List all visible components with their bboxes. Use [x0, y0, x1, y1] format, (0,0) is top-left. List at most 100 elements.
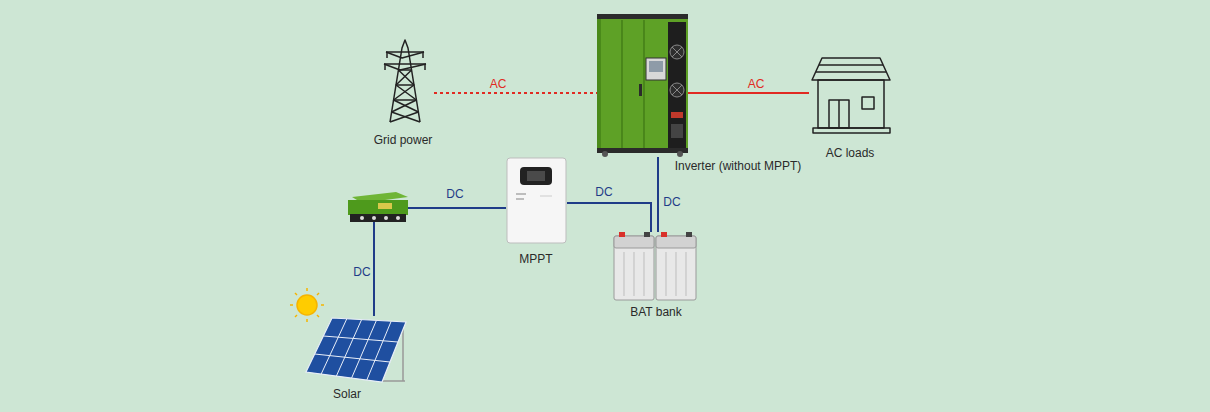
battery-rib	[676, 252, 677, 296]
terminal-strip	[671, 124, 683, 138]
sun-ray	[290, 304, 293, 306]
sun-ray	[295, 293, 297, 295]
tower-arm	[386, 51, 424, 53]
cabinet-base	[597, 148, 688, 153]
mppt-marking	[516, 193, 526, 195]
wire-label: DC	[444, 187, 465, 201]
house-door	[829, 100, 849, 128]
battery-body	[656, 236, 696, 300]
wire-label: AC	[488, 77, 509, 91]
tower-tie	[398, 69, 411, 71]
panel-surface	[306, 318, 406, 382]
cabinet-side-shade	[597, 19, 601, 149]
ac-loads-node: AC loads	[809, 56, 893, 134]
mppt-display	[527, 171, 545, 181]
panel-grid-line	[315, 354, 390, 362]
cabinet-wheel	[602, 151, 608, 157]
panel-grid-line	[321, 319, 347, 374]
door-split	[621, 20, 622, 148]
inverter-cabinet	[597, 14, 688, 157]
tower-lattice	[392, 70, 420, 122]
mppt-marking	[516, 198, 524, 200]
sun-disc	[297, 295, 317, 315]
node-label: Grid power	[374, 133, 433, 147]
combiner-body	[348, 200, 408, 215]
panel-stand	[402, 328, 404, 381]
cooling-fan	[670, 45, 684, 59]
node-label: MPPT	[519, 252, 552, 266]
panel-grid-line	[336, 320, 361, 376]
tower-brace	[386, 52, 424, 58]
cabinet-black-panel	[668, 22, 686, 148]
tower-tie	[394, 99, 417, 101]
fan-blade	[672, 47, 682, 57]
door-split	[643, 20, 644, 148]
dc-battery-line	[657, 157, 659, 232]
tower-brace	[384, 64, 426, 70]
cabinet-wheel	[677, 151, 683, 157]
sun-ray	[317, 315, 319, 317]
dc-solar-line	[374, 208, 506, 316]
battery-lid	[656, 236, 696, 248]
sun-ray	[317, 293, 319, 295]
combiner-plate	[378, 203, 392, 209]
ac-load-line	[688, 92, 809, 94]
battery-rib	[644, 252, 645, 296]
sun-ray	[295, 315, 297, 317]
solar-panel	[306, 318, 406, 382]
door-handle	[639, 84, 642, 96]
sun-ray	[306, 319, 308, 322]
cabinet-body	[597, 16, 688, 150]
battery-bank-node: BAT bank	[613, 232, 698, 302]
cabinet-display	[646, 58, 666, 80]
battery-terminal	[644, 232, 650, 237]
cooling-fan	[670, 83, 684, 97]
grid-power-node: Grid power	[372, 38, 434, 124]
wire-label: DC	[593, 185, 614, 199]
cable-gland	[384, 216, 388, 220]
house-roof	[812, 58, 890, 80]
mppt-housing	[507, 158, 566, 243]
cable-gland	[396, 216, 400, 220]
node-label: Inverter (without MPPT)	[675, 159, 802, 173]
mppt-node: MPPT	[506, 157, 567, 244]
sun-icon	[290, 288, 324, 322]
solar-node: Solar	[303, 316, 408, 384]
inverter-node: Inverter (without MPPT)	[597, 14, 688, 157]
panel-grid-line	[352, 320, 377, 378]
battery-rib	[686, 252, 687, 296]
battery-terminal	[686, 232, 692, 237]
house-icon	[812, 58, 890, 133]
dc-charge-line	[567, 203, 651, 232]
wire-label: AC	[746, 77, 767, 91]
fan-blade	[672, 85, 682, 95]
cabinet-top	[597, 14, 688, 19]
roof-line	[819, 64, 883, 66]
battery-terminal	[661, 232, 667, 237]
panel-grid-line	[367, 321, 391, 380]
panel-grid	[315, 319, 398, 380]
ac-grid-line	[434, 92, 597, 94]
panel-grid-line	[323, 336, 398, 342]
sun-ray	[321, 304, 324, 306]
combiner-bottom	[350, 214, 406, 222]
door-middle	[838, 100, 840, 128]
wire-label: DC	[661, 195, 682, 209]
panel-stand	[380, 380, 405, 382]
cable-gland	[372, 216, 376, 220]
tower-arm	[384, 63, 426, 65]
node-label: BAT bank	[630, 305, 682, 319]
battery-rib	[666, 252, 667, 296]
fan-blade	[672, 85, 682, 95]
cable-gland	[360, 216, 364, 220]
combiner-box	[348, 192, 408, 222]
tower-tie	[396, 84, 414, 86]
house-wall	[818, 80, 884, 128]
node-label: AC loads	[826, 146, 875, 160]
mppt-display-frame	[520, 167, 552, 185]
node-label: Solar	[333, 387, 361, 401]
dc-label: DC	[351, 265, 372, 279]
battery-terminal	[619, 232, 625, 237]
